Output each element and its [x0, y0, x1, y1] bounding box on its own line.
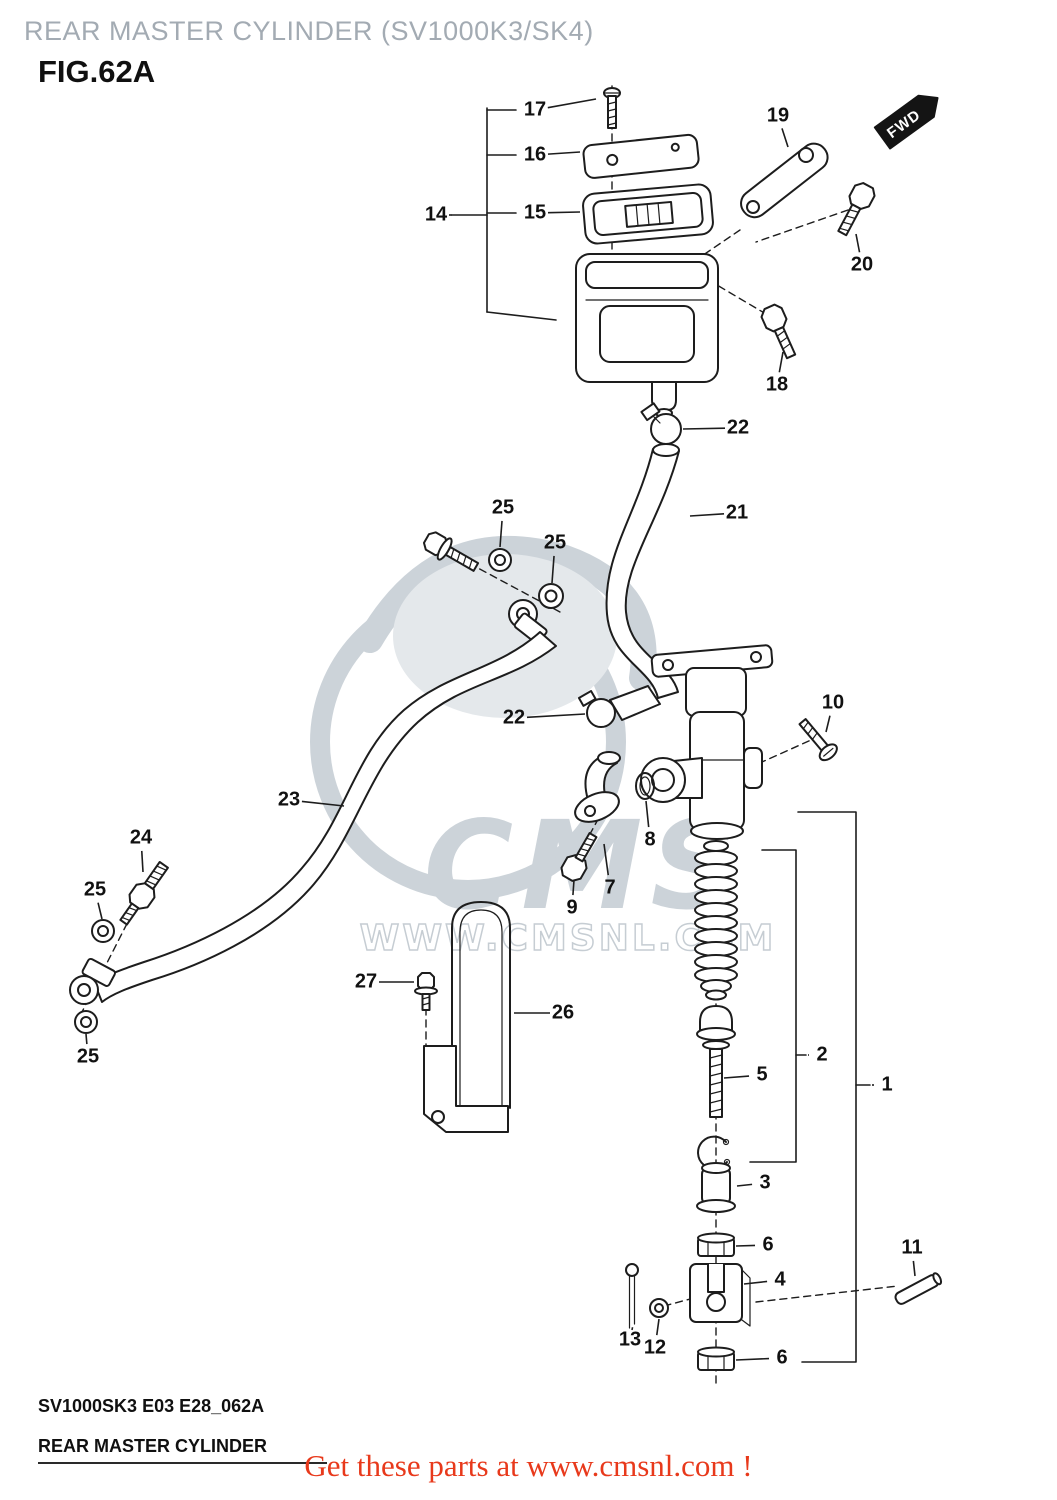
clevis: [689, 1263, 751, 1327]
lock-nut-lower: [697, 1346, 735, 1371]
guard-screw: [414, 972, 438, 1011]
figure-label: FIG.62A: [38, 54, 156, 89]
part-callout-7: 7: [604, 876, 616, 899]
part-callout-8: 8: [644, 828, 656, 851]
part-callout-22: 22: [726, 416, 750, 439]
bracket-bolt: [837, 182, 876, 237]
part-callout-2: 2: [816, 1043, 828, 1066]
reservoir-body: [575, 253, 719, 418]
reservoir-diaphragm-plate: [582, 183, 714, 245]
reservoir-cap: [582, 133, 700, 179]
part-callout-13: 13: [618, 1328, 642, 1351]
part-callout-25: 25: [76, 1045, 100, 1068]
union-bolt: [119, 861, 169, 926]
banjo-bolt-upper: [422, 531, 480, 572]
master-cylinder-body: [609, 644, 774, 840]
hose-joint: [574, 751, 621, 823]
part-callout-20: 20: [850, 253, 874, 276]
part-callout-10: 10: [821, 691, 845, 714]
part-callout-6: 6: [762, 1233, 774, 1256]
reservoir-cap-screw: [603, 87, 621, 129]
mounting-bolt: [798, 718, 838, 762]
promo-link[interactable]: Get these parts at www.cmsnl.com !: [304, 1448, 753, 1483]
hose-clamp-upper: [640, 402, 682, 445]
part-callout-22: 22: [502, 706, 526, 729]
part-callout-24: 24: [129, 826, 153, 849]
part-callout-6: 6: [776, 1346, 788, 1369]
plain-washer: [649, 1298, 669, 1318]
boot: [696, 1162, 736, 1213]
reservoir-bracket: [740, 142, 829, 219]
clevis-pin: [894, 1272, 943, 1305]
sealing-washer-lower-2: [74, 1010, 98, 1034]
lock-nut-upper: [697, 1232, 735, 1257]
part-callout-23: 23: [277, 788, 301, 811]
brake-hose: [69, 599, 557, 1005]
part-callout-17: 17: [523, 98, 547, 121]
part-callout-21: 21: [725, 501, 749, 524]
sealing-washer-lower-1: [91, 919, 115, 943]
hose-clamp-lower: [577, 690, 616, 728]
part-callout-5: 5: [756, 1063, 768, 1086]
part-callout-3: 3: [759, 1171, 771, 1194]
footer-model-code: SV1000SK3 E03 E28_062A: [38, 1396, 265, 1416]
part-callout-1: 1: [881, 1073, 893, 1096]
sealing-washer-upper-1: [488, 548, 512, 572]
page-title: REAR MASTER CYLINDER (SV1000K3/SK4): [24, 16, 594, 46]
part-callout-14: 14: [424, 203, 448, 226]
group-brackets: [451, 107, 871, 1363]
part-callout-15: 15: [523, 201, 547, 224]
fwd-arrow: FWD: [873, 94, 939, 150]
part-callout-25: 25: [543, 531, 567, 554]
reservoir-bolt: [760, 303, 797, 360]
part-callout-25: 25: [83, 878, 107, 901]
part-callout-19: 19: [766, 104, 790, 127]
part-callout-18: 18: [765, 373, 789, 396]
o-ring: [635, 772, 655, 800]
cotter-pin: [625, 1263, 639, 1329]
part-callout-4: 4: [774, 1268, 786, 1291]
return-spring: [694, 840, 738, 1001]
sealing-washer-upper-2: [538, 583, 564, 609]
part-callout-9: 9: [566, 896, 578, 919]
push-rod: [696, 1005, 736, 1118]
part-callout-25: 25: [491, 496, 515, 519]
footer-diagram-name: REAR MASTER CYLINDER: [38, 1436, 328, 1464]
part-callout-26: 26: [551, 1001, 575, 1024]
part-callout-12: 12: [643, 1336, 667, 1359]
reservoir-guard: [423, 901, 511, 1133]
part-callout-16: 16: [523, 143, 547, 166]
joint-bolt: [560, 832, 598, 882]
part-callout-11: 11: [901, 1236, 923, 1259]
part-callout-27: 27: [354, 970, 378, 993]
